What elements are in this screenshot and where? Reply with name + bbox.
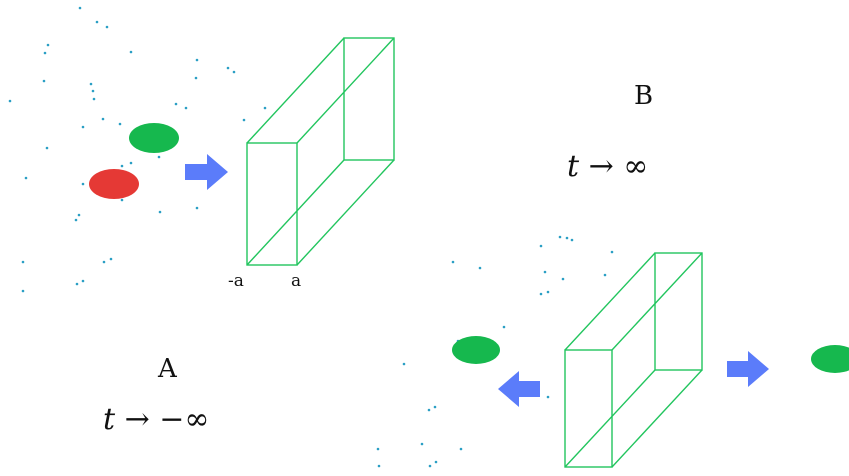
scatter-dot <box>81 182 85 186</box>
right-arrow-icon <box>727 351 769 387</box>
scatter-dot <box>21 289 25 293</box>
scatter-dot <box>129 50 133 54</box>
scatter-dot <box>184 106 188 110</box>
scatter-dot <box>43 51 47 55</box>
time-limit-B: t → ∞ <box>567 149 648 184</box>
green-particle-incoming <box>129 123 179 153</box>
scatter-dot <box>603 273 607 277</box>
scatter-dot <box>89 82 93 86</box>
barrier-box-bottom <box>564 252 703 468</box>
tick-label-minus-a: -a <box>228 271 244 291</box>
label-B: B <box>634 81 653 111</box>
left-arrow-icon <box>498 371 540 407</box>
scatter-dot <box>78 6 82 10</box>
scatter-dot <box>129 161 133 165</box>
scatter-dot <box>433 405 437 409</box>
background-dots <box>8 6 614 468</box>
scatter-dot <box>610 250 614 254</box>
scatter-dot <box>77 213 81 217</box>
scatter-dot <box>558 235 562 239</box>
scatter-dot <box>546 395 550 399</box>
scatter-dot <box>158 210 162 214</box>
scatter-dot <box>174 102 178 106</box>
scatter-dot <box>543 270 547 274</box>
green-particle-transmitted <box>811 345 849 373</box>
right-arrow-icon <box>185 154 228 190</box>
scatter-dot <box>195 206 199 210</box>
scatter-dot <box>561 277 565 281</box>
scatter-dot <box>263 106 267 110</box>
scatter-dot <box>42 79 46 83</box>
scatter-dot <box>434 460 438 464</box>
scene-before: -a a A t → −∞ <box>89 37 395 437</box>
scatter-dot <box>377 464 381 468</box>
scatter-dot <box>402 362 406 366</box>
scatter-dot <box>21 260 25 264</box>
barrier-box-top <box>246 37 395 266</box>
scatter-dot <box>120 164 124 168</box>
scatter-dot <box>242 118 246 122</box>
scatter-dot <box>157 155 161 159</box>
tick-label-a: a <box>291 271 301 291</box>
scatter-dot <box>459 447 463 451</box>
scatter-dot <box>232 70 236 74</box>
scatter-dot <box>102 260 106 264</box>
scatter-dot <box>8 99 12 103</box>
time-limit-A: t → −∞ <box>103 402 209 437</box>
scatter-dot <box>539 292 543 296</box>
scatter-dot <box>428 464 432 468</box>
scatter-dot <box>478 266 482 270</box>
scatter-dot <box>46 43 50 47</box>
scatter-dot <box>81 125 85 129</box>
scatter-dot <box>109 257 113 261</box>
scatter-dot <box>24 176 28 180</box>
scatter-dot <box>195 58 199 62</box>
scatter-dot <box>81 279 85 283</box>
scatter-dot <box>75 282 79 286</box>
scatter-dot <box>502 325 506 329</box>
scatter-dot <box>376 447 380 451</box>
scatter-dot <box>91 89 95 93</box>
scatter-dot <box>120 198 124 202</box>
scatter-dot <box>118 122 122 126</box>
red-particle-incoming <box>89 169 139 199</box>
scatter-dot <box>45 146 49 150</box>
scatter-dot <box>226 66 230 70</box>
scatter-dot <box>101 117 105 121</box>
scatter-dot <box>74 218 78 222</box>
scatter-dot <box>427 408 431 412</box>
green-particle-reflected <box>452 336 500 364</box>
scene-after: B t → ∞ <box>452 81 849 468</box>
label-A: A <box>157 354 178 384</box>
scatter-dot <box>539 244 543 248</box>
scatter-dot <box>570 238 574 242</box>
scatter-dot <box>565 236 569 240</box>
scatter-dot <box>95 20 99 24</box>
scatter-dot <box>546 290 550 294</box>
scatter-dot <box>451 260 455 264</box>
scatter-dot <box>105 25 109 29</box>
scatter-dot <box>420 442 424 446</box>
scatter-dot <box>92 97 96 101</box>
scatter-dot <box>194 76 198 80</box>
